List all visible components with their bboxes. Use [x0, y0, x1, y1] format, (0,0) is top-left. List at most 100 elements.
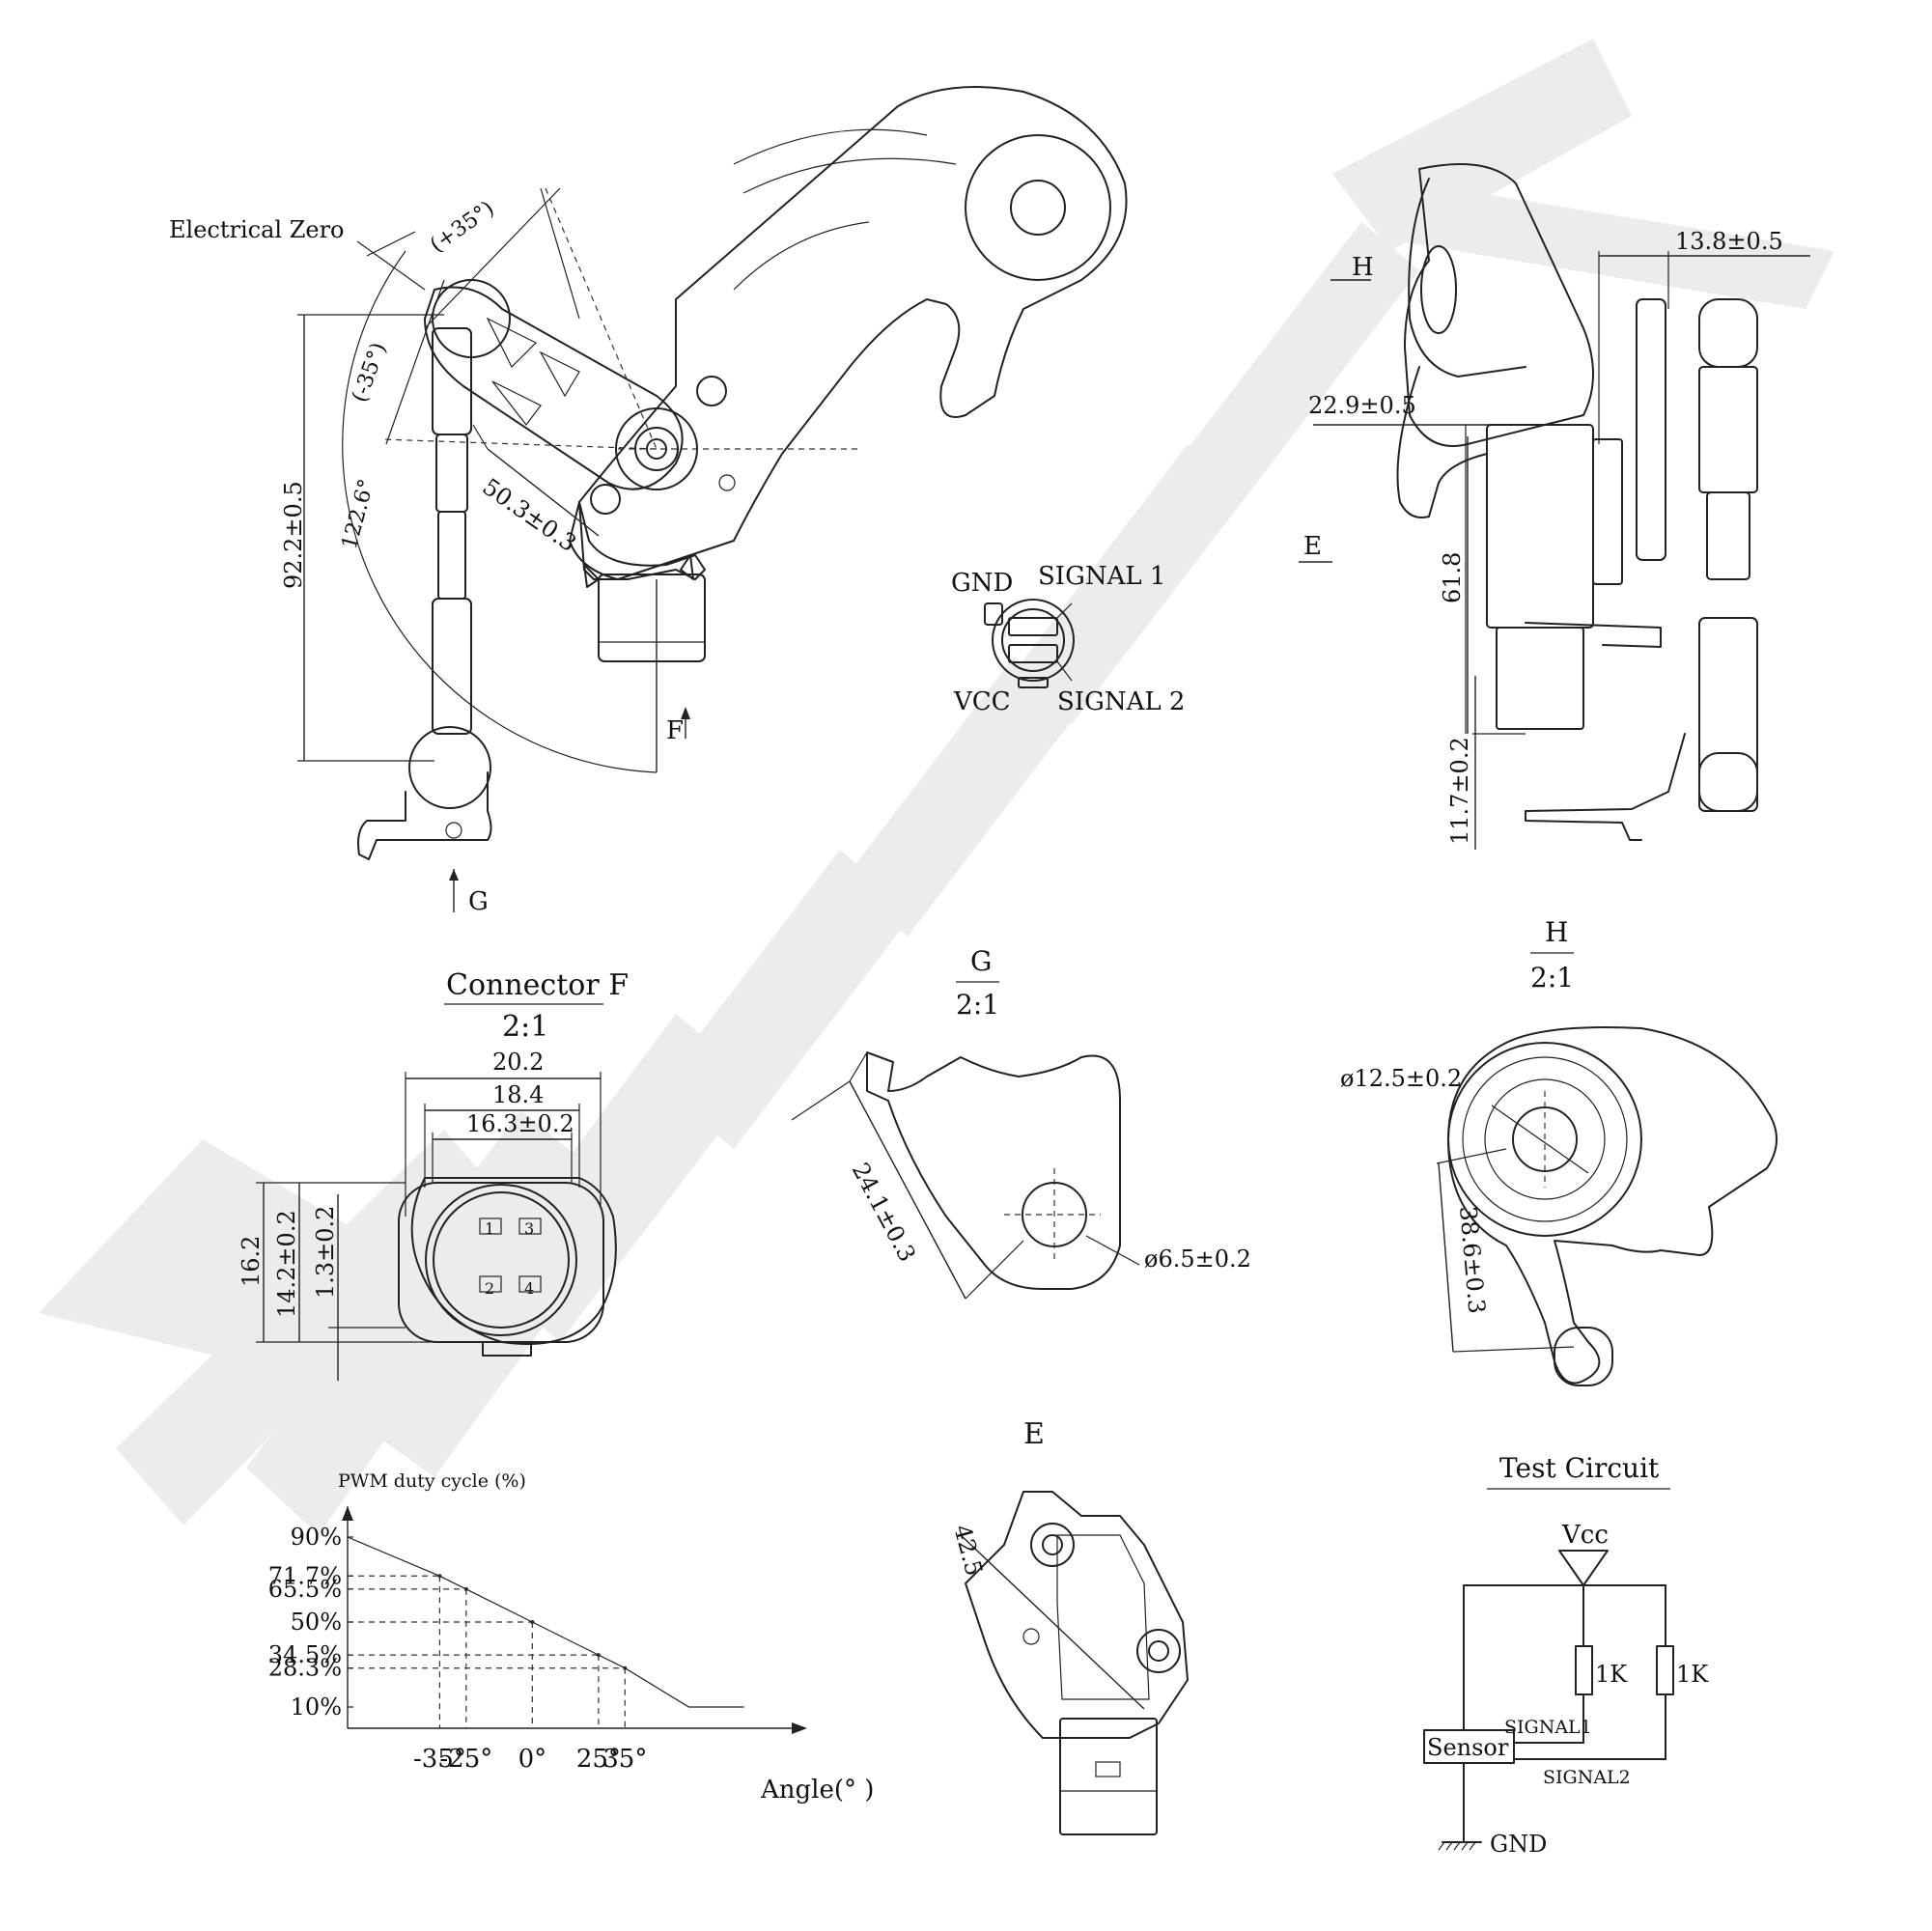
sensor-box — [1423, 1729, 1515, 1764]
lever-dim-label: 50.3±0.3 — [478, 473, 582, 557]
x-tick-label: -25° — [439, 1745, 492, 1774]
pin-2-label: 2 — [485, 1279, 494, 1298]
pinout-diagram: GND SIGNAL 1 VCC SIGNAL 2 — [951, 562, 1185, 716]
detail-h-scale: 2:1 — [1530, 962, 1574, 993]
view-f-label: F — [666, 716, 684, 745]
view-h-label: H — [1352, 253, 1374, 282]
pin-3-label: 3 — [524, 1219, 534, 1238]
conn-h3-label: 1.3±0.2 — [312, 1206, 339, 1299]
y-tick-label: 10% — [291, 1693, 342, 1721]
x-tick-label: -35° — [413, 1745, 466, 1774]
connector-body — [598, 574, 706, 662]
pin-gnd-label: GND — [951, 569, 1013, 598]
test-circuit-title: Test Circuit — [1499, 1452, 1660, 1484]
vcc-symbol — [1558, 1550, 1609, 1586]
conn-w3-label: 16.3±0.2 — [466, 1110, 574, 1137]
dim-height-label: 61.8 — [1439, 552, 1466, 603]
view-e-detail: E 42.5 — [948, 1417, 1189, 1835]
resistor-1-label: 1K — [1595, 1661, 1628, 1688]
connector-f-detail: Connector F 2:1 1 3 2 4 20.2 18.4 16.3 — [238, 968, 629, 1381]
angle-plus-label: (+35°) — [426, 197, 498, 258]
detail-g: G 2:1 24.1±0.3 ø6.5±0.2 — [791, 945, 1251, 1300]
angle-minus-label: (-35°) — [348, 340, 391, 406]
lever-arm — [424, 286, 684, 490]
view-e-screw-2 — [1136, 1629, 1181, 1673]
y-tick-label: 90% — [291, 1524, 342, 1551]
pinout-connector — [992, 599, 1075, 682]
side-ball-bottom — [1698, 752, 1758, 812]
pin-signal1-label: SIGNAL 1 — [1038, 562, 1165, 591]
side-boss — [1420, 245, 1457, 334]
detail-h: H 2:1 ø12.5±0.2 38.6±0.3 — [1340, 916, 1778, 1386]
height-dim-label: 92.2±0.5 — [280, 481, 307, 589]
view-e-screw-1 — [1030, 1523, 1075, 1567]
resistor-2-label: 1K — [1676, 1661, 1709, 1688]
y-tick-label: 34.5% — [268, 1641, 342, 1668]
sensor-housing — [578, 501, 706, 580]
side-view: H E 13.8±0.5 22.9±0.5 61.8 11.7±0.2 — [1299, 163, 1810, 850]
electrical-zero-label: Electrical Zero — [169, 216, 345, 243]
signal2-label: SIGNAL2 — [1543, 1767, 1631, 1788]
vcc-label: Vcc — [1561, 1521, 1609, 1550]
pin-4-label: 4 — [524, 1279, 534, 1298]
detail-h-part — [1447, 1026, 1778, 1385]
x-tick-label: 35° — [602, 1745, 647, 1774]
pwm-chart: 90% 71.7%65.5% 50% 34.5%28.3% 10% -35°-25° 0°… — [268, 1470, 875, 1805]
detail-h-hole-label: ø12.5±0.2 — [1340, 1065, 1462, 1092]
bracket-boss — [965, 134, 1111, 281]
duty-cycle-line — [347, 1536, 744, 1708]
conn-w1-label: 20.2 — [492, 1049, 544, 1076]
conn-w2-label: 18.4 — [492, 1081, 544, 1108]
sensor-label: Sensor — [1427, 1734, 1509, 1761]
side-connector — [1496, 627, 1584, 730]
dim-mid-label: 22.9±0.5 — [1308, 392, 1416, 419]
detail-g-hole-label: ø6.5±0.2 — [1144, 1245, 1251, 1273]
view-e-dim-label: 42.5 — [948, 1522, 988, 1579]
view-e-body — [965, 1491, 1189, 1739]
view-e-title: E — [1023, 1417, 1045, 1451]
dim-top-label: 13.8±0.5 — [1675, 228, 1783, 255]
view-e-connector — [1059, 1718, 1158, 1835]
rod-upper — [432, 327, 472, 435]
y-tick-label: 50% — [291, 1609, 342, 1636]
chart-y-label: PWM duty cycle (%) — [338, 1470, 526, 1492]
connector-f-face — [425, 1184, 577, 1336]
resistor-1 — [1575, 1645, 1593, 1695]
signal1-label: SIGNAL1 — [1504, 1717, 1592, 1738]
side-bracket — [1404, 163, 1594, 447]
test-circuit: Test Circuit Vcc 1K 1K Sensor SIGNAL1 SI… — [1423, 1452, 1709, 1858]
screw-1 — [696, 376, 727, 406]
detail-h-title: H — [1545, 916, 1568, 948]
pin-1 — [479, 1217, 502, 1235]
connector-f-title: Connector F — [446, 968, 629, 1002]
side-housing — [1486, 424, 1594, 629]
conn-h2-label: 14.2±0.2 — [273, 1210, 300, 1318]
pin-vcc-label: VCC — [953, 687, 1011, 716]
pin-3 — [518, 1217, 542, 1235]
side-ball-top — [1698, 298, 1758, 368]
ball-joint-bottom — [408, 726, 491, 809]
bracket-arm — [569, 86, 1128, 580]
conn-h1-label: 16.2 — [238, 1236, 265, 1287]
y-tick-label: 71.7% — [268, 1562, 342, 1589]
dim-bottom-label: 11.7±0.2 — [1446, 737, 1473, 845]
pin-2 — [479, 1275, 502, 1293]
rod-lower — [432, 598, 472, 735]
gnd-label: GND — [1490, 1831, 1547, 1858]
y-tick-label: 28.3% — [268, 1655, 342, 1682]
chart-x-label: Angle(° ) — [760, 1776, 874, 1805]
detail-g-len-label: 24.1±0.3 — [847, 1159, 921, 1267]
watermark-logo — [39, 39, 1834, 1535]
pin-signal2-label: SIGNAL 2 — [1057, 687, 1185, 716]
bracket-hole — [1010, 180, 1066, 236]
detail-g-plate — [866, 1051, 1121, 1290]
x-tick-label: 0° — [518, 1745, 547, 1774]
screw-2 — [590, 484, 621, 515]
angle-total-label: 122.6° — [338, 477, 379, 552]
y-tick-label: 65.5% — [268, 1576, 342, 1603]
detail-h-len-label: 38.6±0.3 — [1454, 1205, 1491, 1315]
view-e-label: E — [1303, 532, 1322, 561]
view-g-label: G — [468, 887, 489, 916]
bottom-bracket — [357, 771, 492, 860]
